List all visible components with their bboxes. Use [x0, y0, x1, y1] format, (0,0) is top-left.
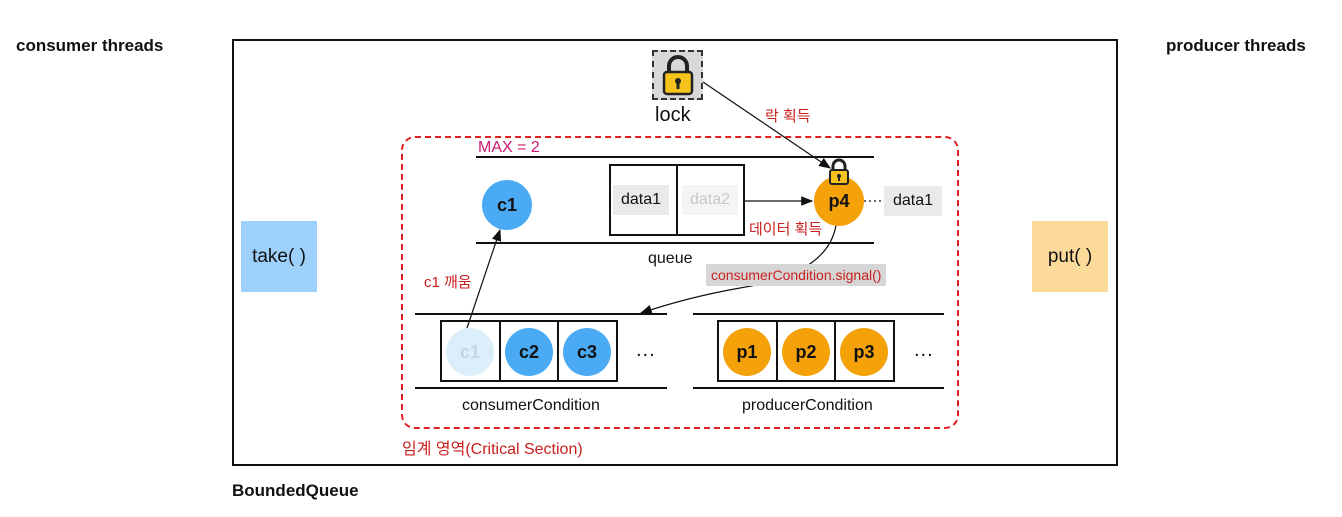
consumer-ellipsis: ...: [636, 339, 656, 361]
max-label: MAX = 2: [478, 139, 540, 156]
consumer-condition-box: [440, 320, 618, 382]
consumer-cell-divider-1: [499, 320, 501, 382]
producer-condition-label: producerCondition: [742, 397, 873, 414]
producer-p2: p2: [782, 328, 830, 376]
fetched-data-tag: data1: [884, 186, 942, 216]
producer-threads-label: producer threads: [1166, 36, 1306, 55]
producer-condition-box: [717, 320, 895, 382]
signal-label: consumerCondition.signal(): [706, 264, 887, 286]
queue-bottom-line: [476, 242, 874, 244]
queue-slot-2: [676, 164, 745, 236]
consumer-condition-bottom-line: [415, 387, 667, 389]
put-method-box: put( ): [1032, 221, 1108, 292]
lock-held-icon: [829, 158, 849, 185]
producer-condition-bottom-line: [693, 387, 944, 389]
producer-condition-top-line: [693, 313, 944, 315]
consumer-c2: c2: [505, 328, 553, 376]
consumer-cell-divider-2: [557, 320, 559, 382]
consumer-c1-waiting: c1: [446, 328, 494, 376]
queue-label: queue: [648, 250, 693, 267]
queue-item-data2: data2: [682, 185, 738, 215]
data-fetch-label: 데이터 획득: [749, 221, 823, 238]
producer-ellipsis: ...: [914, 339, 934, 361]
bounded-queue-frame: [232, 39, 1118, 466]
lock-icon: [662, 55, 694, 96]
consumer-c1-active: c1: [482, 180, 532, 230]
lock-acquire-label: 락 획득: [765, 108, 811, 125]
wake-c1-arrow: [466, 228, 502, 329]
producer-cell-divider-1: [776, 320, 778, 382]
producer-cell-divider-2: [834, 320, 836, 382]
consumer-condition-top-line: [415, 313, 667, 315]
consumer-threads-label: consumer threads: [16, 36, 164, 55]
take-method-box: take( ): [241, 221, 317, 292]
queue-item-data1: data1: [613, 185, 669, 215]
consumer-c3: c3: [563, 328, 611, 376]
critical-section-label: 임계 영역(Critical Section): [402, 441, 583, 458]
lock-acquire-arrow: [702, 81, 831, 169]
queue-top-line: [476, 156, 874, 158]
producer-p3: p3: [840, 328, 888, 376]
lock-label: lock: [655, 104, 691, 126]
consumer-condition-label: consumerCondition: [462, 397, 600, 414]
bounded-queue-label: BoundedQueue: [232, 481, 359, 500]
signal-arrow: [639, 224, 837, 315]
critical-section-frame: [401, 136, 959, 429]
wake-c1-label: c1 깨움: [424, 274, 472, 291]
producer-p1: p1: [723, 328, 771, 376]
